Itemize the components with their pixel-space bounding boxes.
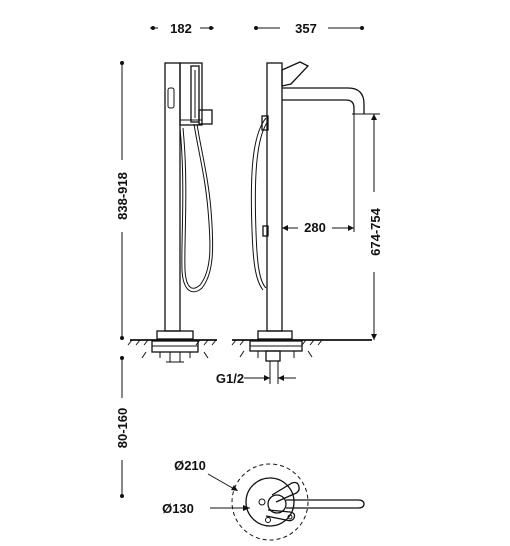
dim-label-d210: Ø210 xyxy=(174,458,206,473)
dim-inner-diameter: Ø130 xyxy=(162,501,250,516)
dim-spout-height: 674-754 xyxy=(358,113,383,340)
dim-label-80-160: 80-160 xyxy=(115,408,130,448)
dim-label-674-754: 674-754 xyxy=(368,207,383,255)
dim-width-side: 357 xyxy=(254,21,364,36)
plan-view xyxy=(231,463,365,541)
side-view xyxy=(231,61,372,362)
dim-label-182: 182 xyxy=(170,21,192,36)
dim-label-g12: G1/2 xyxy=(216,371,244,386)
dim-label-838-918: 838-918 xyxy=(115,172,130,220)
dim-spout-reach: 280 xyxy=(282,114,355,235)
dim-connection: G1/2 xyxy=(216,361,296,386)
dim-label-d130: Ø130 xyxy=(162,501,194,516)
dim-height-total: 838-918 xyxy=(115,61,130,340)
dim-outer-diameter: Ø210 xyxy=(174,458,238,491)
dim-label-357: 357 xyxy=(295,21,317,36)
dim-installation-depth: 80-160 xyxy=(115,356,130,498)
front-view xyxy=(127,62,217,363)
dim-label-280: 280 xyxy=(304,220,326,235)
dim-width-front: 182 xyxy=(150,21,214,36)
